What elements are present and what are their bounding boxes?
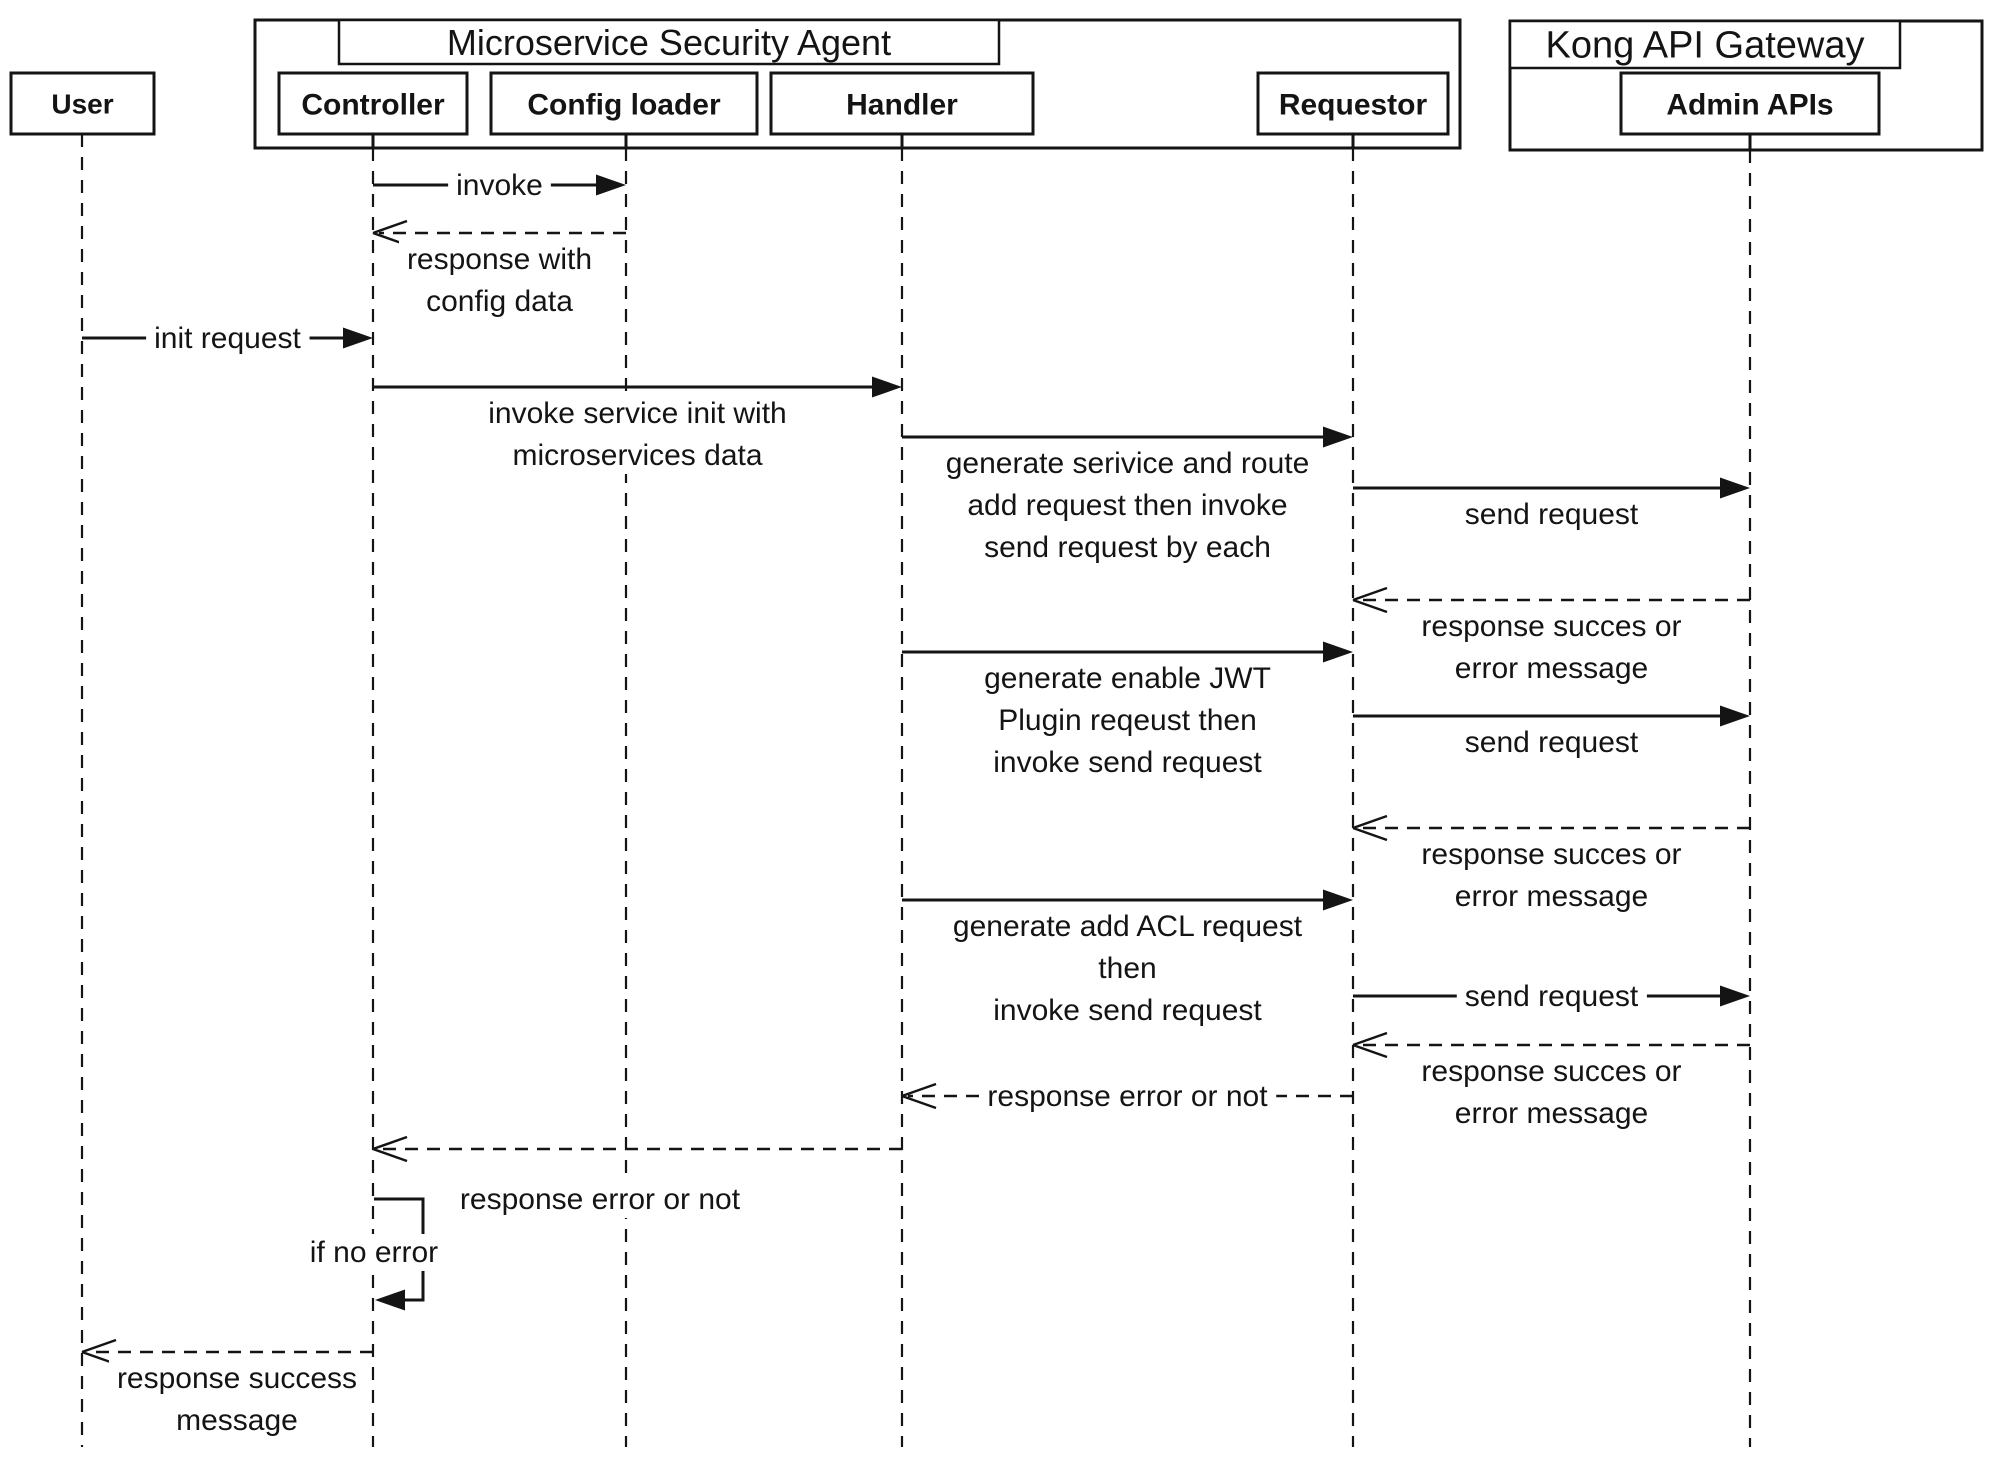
message-label: response error or not (987, 1080, 1268, 1113)
frame-title-box (1508, 19, 1902, 70)
participant-label: Config loader (527, 89, 721, 122)
participant-box (489, 71, 759, 136)
message-label: response error or not (460, 1183, 741, 1216)
arrowhead-filled (1720, 477, 1750, 499)
frame-title: Kong API Gateway (1546, 25, 1865, 67)
message-label-bg (480, 395, 795, 474)
message-label-bg (979, 1078, 1277, 1115)
message-label-bg (1456, 978, 1647, 1015)
participant-controller: Controller (277, 71, 469, 136)
arrowhead-filled (375, 1289, 405, 1311)
participant-label: Admin APIs (1666, 89, 1833, 122)
message-label-bg (944, 908, 1311, 1029)
participant-config-loader: Config loader (489, 71, 759, 136)
arrowhead-filled (1323, 426, 1353, 448)
arrowhead-filled (1720, 705, 1750, 727)
arrowhead-filled (872, 376, 902, 398)
participant-box (277, 71, 469, 136)
arrowhead-open (372, 1135, 408, 1163)
participant-box (769, 71, 1035, 136)
message-send-request: send request (1353, 978, 1750, 1015)
arrowhead-filled (1323, 889, 1353, 911)
message-response-error-or-not: response error or not (372, 1135, 902, 1218)
message-label-bg (1413, 836, 1690, 915)
message-label-bg (146, 320, 310, 357)
message-label: init request (154, 322, 301, 355)
message-invoke: invoke (373, 167, 626, 204)
arrowhead-filled (596, 174, 626, 196)
arrowhead-open (1352, 814, 1388, 842)
message-response-error-or-not: response error or not (901, 1078, 1353, 1115)
message-label-bg (451, 1181, 749, 1218)
participant-label: Requestor (1279, 89, 1428, 122)
message-label-bg (937, 445, 1318, 566)
participant-label: User (51, 89, 113, 120)
message-send-request: send request (1353, 477, 1750, 533)
message-label-bg (448, 167, 551, 204)
participant-label: Handler (846, 89, 958, 122)
participant-label: Controller (301, 89, 445, 122)
message-label-bg (1456, 724, 1647, 761)
arrowhead-open (1352, 1031, 1388, 1059)
participant-handler: Handler (769, 71, 1035, 136)
message-init-request: init request (82, 320, 373, 357)
arrowhead-open (901, 1082, 937, 1110)
arrowhead-open (1352, 586, 1388, 614)
frame-title-box (337, 18, 1001, 66)
message-label: send request (1465, 498, 1639, 531)
message-label: if no error (310, 1236, 438, 1269)
message-send-request: send request (1353, 705, 1750, 761)
arrowhead-filled (343, 327, 373, 349)
message-label-bg (1413, 608, 1690, 687)
message-label-bg (1456, 496, 1647, 533)
message-label: invoke (456, 169, 543, 202)
message-label-bg (301, 1234, 447, 1271)
message-label-bg (1413, 1053, 1690, 1132)
participant-requestor: Requestor (1256, 71, 1450, 136)
message-label: send request (1465, 980, 1639, 1013)
message-label-bg (108, 1360, 366, 1439)
participant-box (9, 71, 156, 136)
message-if-no-error: if no error (301, 1197, 447, 1311)
participant-admin-apis: Admin APIs (1619, 71, 1881, 136)
arrowhead-filled (1720, 985, 1750, 1007)
message-label-bg (398, 241, 601, 320)
participant-box (1619, 71, 1881, 136)
message-label: send request (1465, 726, 1639, 759)
participant-box (1256, 71, 1450, 136)
arrowhead-filled (1323, 641, 1353, 663)
participant-user: User (9, 71, 156, 136)
message-label-bg (976, 660, 1279, 781)
frame-title: Microservice Security Agent (447, 22, 891, 63)
